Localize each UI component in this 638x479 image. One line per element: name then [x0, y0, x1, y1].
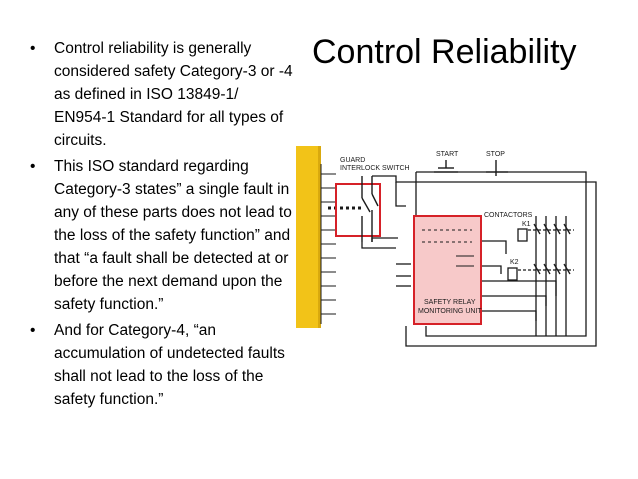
safety-relay-box [413, 215, 482, 325]
bullet-list: • Control reliability is generally consi… [30, 37, 295, 414]
stop-label: STOP [486, 151, 505, 158]
start-label: START [436, 151, 459, 158]
bullet-text: Control reliability is generally conside… [54, 40, 293, 149]
wiring [361, 171, 597, 347]
k1-label: K1 [522, 221, 531, 228]
interlock-highlight [335, 183, 381, 237]
guard-bar [296, 146, 318, 328]
bullet-item: • And for Category-4, “an accumulation o… [30, 319, 295, 411]
bullet-symbol: • [30, 322, 36, 339]
interlock-switch [361, 176, 379, 242]
contactors [507, 223, 574, 281]
guard-ladder [320, 164, 336, 324]
contactors-label: CONTACTORS [484, 212, 533, 219]
start-button-symbol [434, 160, 458, 173]
monitoring-unit-label: MONITORING UNIT [418, 308, 482, 315]
bullet-item: • This ISO standard regarding Category-3… [30, 155, 295, 316]
safety-circuit-diagram: GUARD INTERLOCK SWITCH START STOP CONTAC… [296, 146, 597, 347]
bullet-symbol: • [30, 40, 36, 57]
bullet-text: And for Category-4, “an accumulation of … [54, 322, 285, 408]
safety-relay-label: SAFETY RELAY [424, 299, 476, 306]
bullet-text: This ISO standard regarding Category-3 s… [54, 158, 292, 313]
guard-label: GUARD [340, 157, 365, 164]
bullet-symbol: • [30, 158, 36, 175]
safety-relay-internals [422, 229, 474, 267]
stop-button-symbol [486, 160, 508, 176]
slide-title: Control Reliability [312, 33, 577, 71]
bullet-item: • Control reliability is generally consi… [30, 37, 295, 152]
interlock-switch-label: INTERLOCK SWITCH [340, 165, 410, 172]
guard-bar-edge [318, 146, 321, 328]
k2-label: K2 [510, 259, 519, 266]
